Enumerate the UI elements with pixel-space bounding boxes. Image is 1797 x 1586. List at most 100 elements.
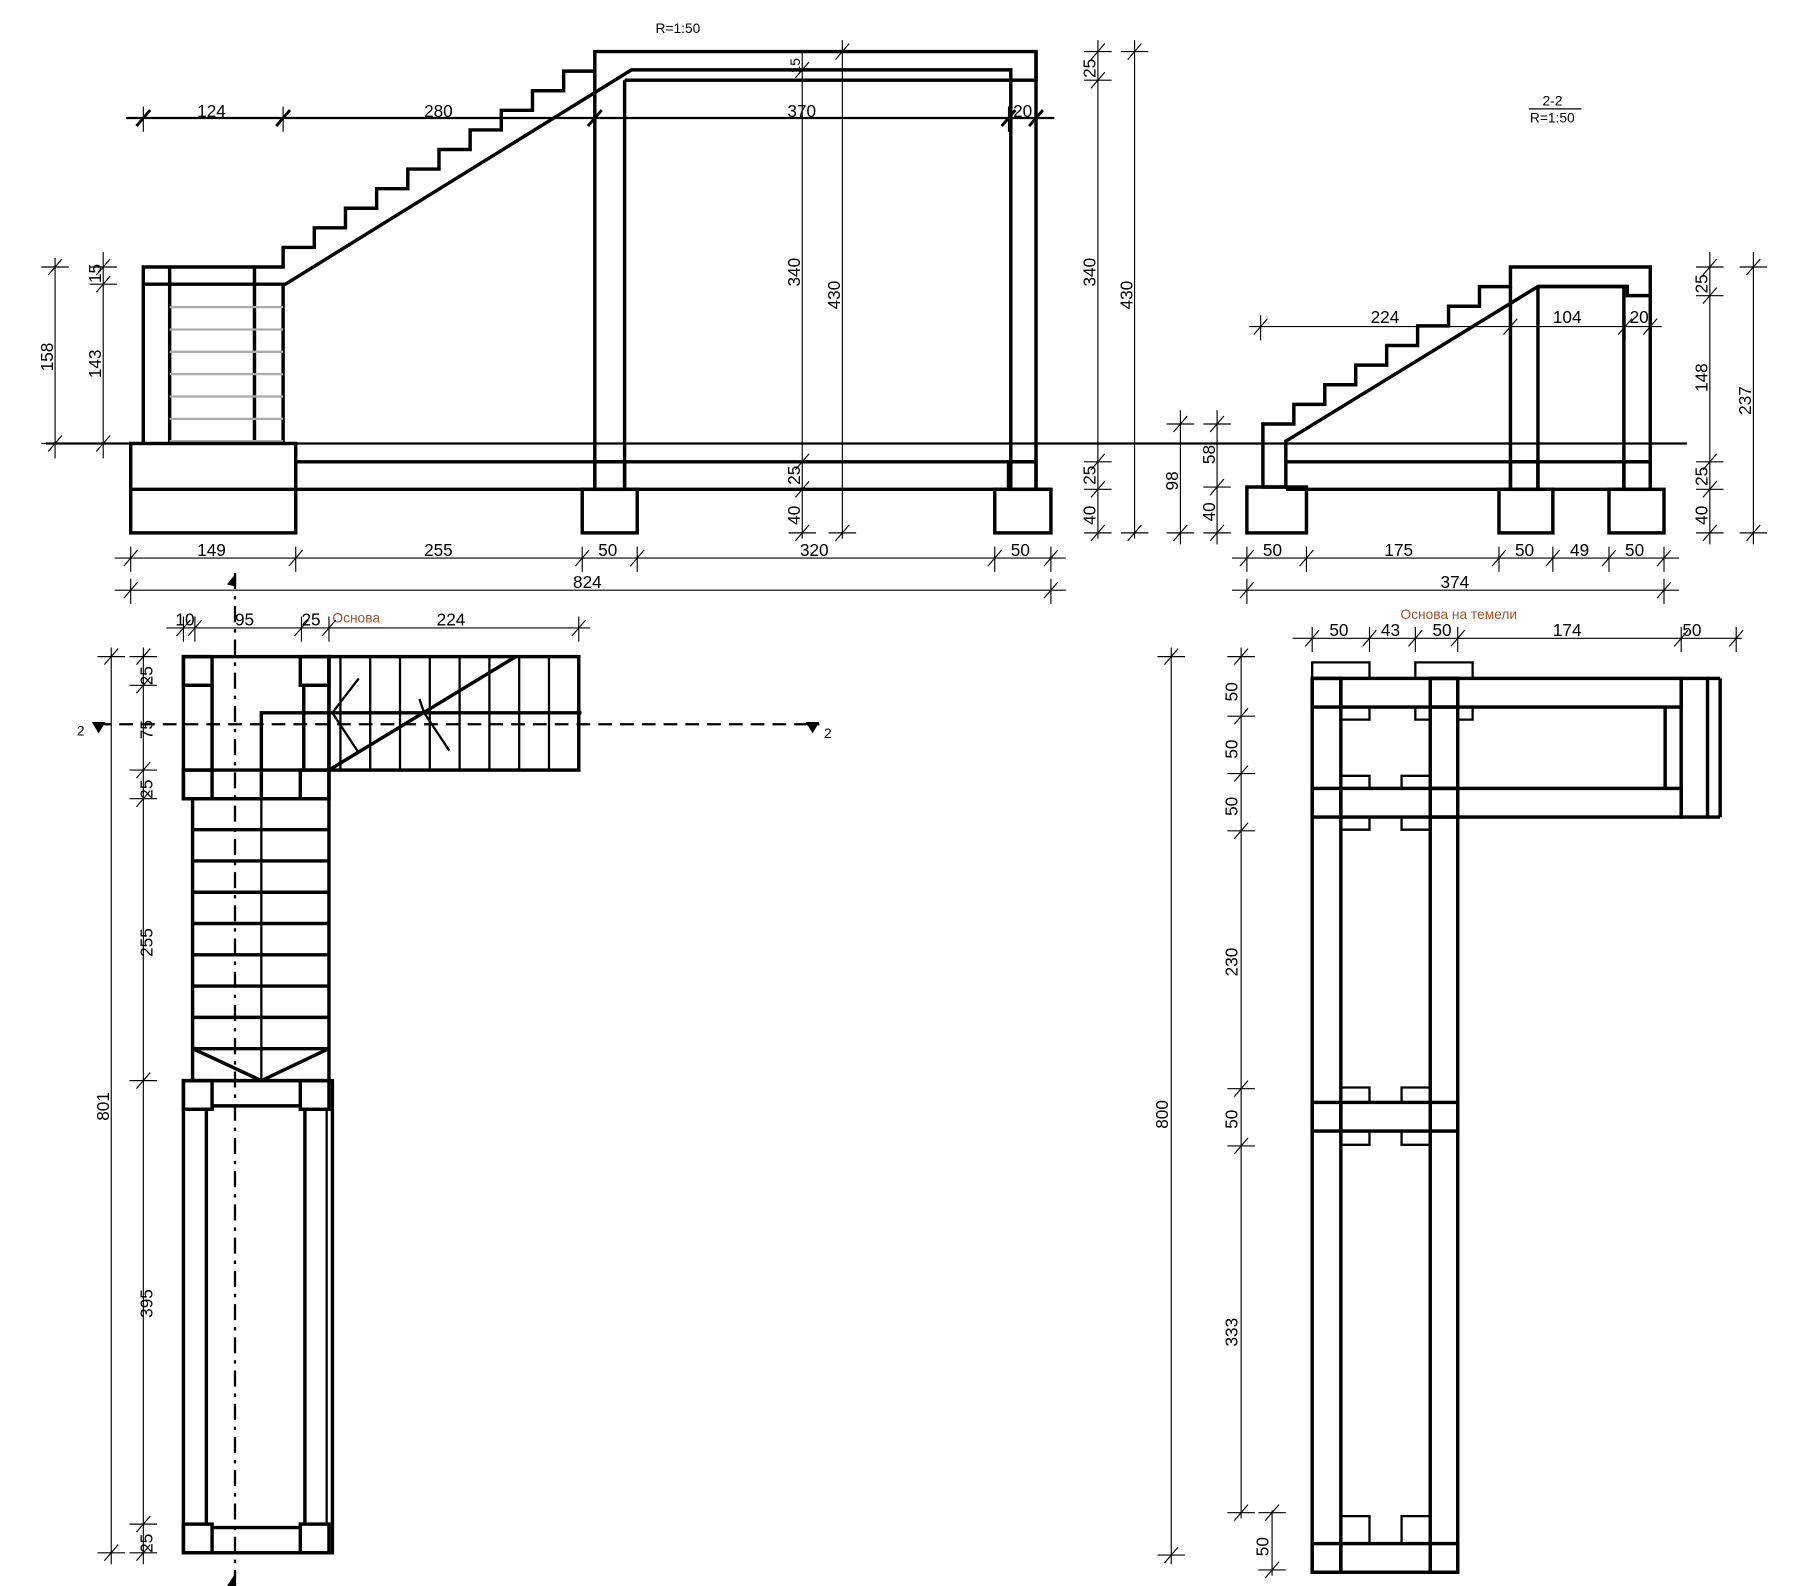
dim-left-2: 75 <box>136 720 156 739</box>
stair-direction-line <box>328 655 517 772</box>
dim-top-1: 124 <box>197 101 226 121</box>
column-section <box>298 768 331 801</box>
section-1-1: R=1:50 <box>37 21 1687 592</box>
dim-mid-430: 430 <box>824 281 844 310</box>
dim-top-4: 20 <box>1013 101 1032 121</box>
column-section <box>181 1522 214 1555</box>
dim-right-25: 25 <box>1080 59 1100 78</box>
dim-top-3: 25 <box>301 610 320 630</box>
dim-left-1: 25 <box>136 666 156 685</box>
dim-right-148: 148 <box>1692 363 1712 392</box>
dim-top-2: 95 <box>235 610 254 630</box>
dim-top-5: 50 <box>1682 620 1701 640</box>
dim-bottom-5: 50 <box>1625 540 1644 560</box>
dim-left-158: 158 <box>37 343 57 372</box>
dim-total-height: 237 <box>1735 386 1755 415</box>
columns <box>1285 284 1666 535</box>
dim-left-5: 395 <box>136 1289 156 1318</box>
plan-base: Основа 10 95 25 224 25 75 25 255 395 25 … <box>77 572 832 1586</box>
dim-right-25: 25 <box>1692 274 1712 293</box>
plan-foundation: Основа на темели 50 43 50 174 50 50 50 5… <box>1152 607 1742 1576</box>
dim-right-40: 40 <box>1080 506 1100 525</box>
dim-left-6: 25 <box>136 1534 156 1553</box>
dim-top-3: 370 <box>787 101 816 121</box>
landing-support <box>141 267 285 444</box>
column-section <box>298 1078 331 1112</box>
dim-bottom-3: 50 <box>598 540 617 560</box>
stair-slab <box>141 49 1038 286</box>
dim-left-6: 333 <box>1222 1318 1242 1347</box>
hatched-columns <box>181 654 331 1555</box>
cut-label-right: 2 <box>824 726 832 741</box>
footing-notches <box>1311 661 1474 1544</box>
cut-label-left: 2 <box>77 724 85 739</box>
dim-top-3: 50 <box>1433 620 1452 640</box>
dim-left-3: 50 <box>1222 797 1242 816</box>
dim-bottom-2: 255 <box>424 540 453 560</box>
dim-total: 801 <box>93 1092 113 1121</box>
dimension-lines <box>1170 637 1742 1576</box>
lower-platform <box>181 1078 335 1555</box>
dim-left-3: 25 <box>136 780 156 799</box>
column-section <box>298 654 331 687</box>
scale-label: R=1:50 <box>656 21 701 36</box>
column-section <box>181 768 214 801</box>
column-section <box>298 1522 331 1555</box>
dimension-lines <box>110 627 591 1565</box>
axis-arrow-top <box>226 572 237 587</box>
footing-hatched <box>1245 485 1309 535</box>
dimension-lines <box>1179 252 1754 591</box>
dim-mid-40: 40 <box>784 506 804 525</box>
dim-top-1: 10 <box>175 610 194 630</box>
plan-title: Основа <box>332 610 380 625</box>
scale-label: R=1:50 <box>1530 111 1575 126</box>
plan-title: Основа на темели <box>1400 607 1517 622</box>
dim-right-25b: 25 <box>1080 466 1100 485</box>
section-title: 2-2 <box>1543 93 1563 108</box>
foundation <box>128 441 1053 535</box>
dim-left-58: 58 <box>1199 445 1219 464</box>
dim-total: 824 <box>573 572 602 592</box>
dim-left-143: 143 <box>85 350 105 379</box>
dim-mid-25: 25 <box>784 466 804 485</box>
dim-top-2: 104 <box>1553 307 1582 327</box>
dim-mid-340: 340 <box>784 258 804 287</box>
dim-top-1: 224 <box>1371 307 1400 327</box>
dim-right-430: 430 <box>1116 281 1136 310</box>
dim-left-15: 15 <box>85 264 105 283</box>
axis-arrow-bottom <box>226 1572 237 1586</box>
dim-left-1: 50 <box>1222 682 1242 701</box>
dimension-lines <box>54 40 1136 591</box>
dim-right-40: 40 <box>1692 506 1712 525</box>
dim-right-340: 340 <box>1080 258 1100 287</box>
dim-total: 374 <box>1441 572 1470 592</box>
dim-bottom-1: 149 <box>197 540 226 560</box>
dim-bottom-3: 50 <box>1515 540 1534 560</box>
dim-left-4: 230 <box>1222 948 1242 977</box>
cut-marker-right-icon <box>805 721 820 734</box>
dimension-ticks <box>41 43 1768 1579</box>
dim-top-3: 20 <box>1630 307 1649 327</box>
dim-left-2: 50 <box>1222 740 1242 759</box>
dim-bottom-1: 50 <box>1263 540 1282 560</box>
stair-slab <box>1261 265 1652 489</box>
landing <box>181 654 331 801</box>
dim-top-1: 50 <box>1329 620 1348 640</box>
dim-left-5: 50 <box>1222 1110 1242 1129</box>
dim-top-4: 174 <box>1553 620 1582 640</box>
dim-left-40: 40 <box>1199 502 1219 521</box>
cut-marker-left-icon <box>91 721 106 734</box>
dim-left-7: 50 <box>1253 1537 1273 1556</box>
dim-bottom-2: 175 <box>1384 540 1413 560</box>
dim-top-2: 43 <box>1381 620 1400 640</box>
dim-right-25b: 25 <box>1692 467 1712 486</box>
dim-bottom-4: 49 <box>1570 540 1589 560</box>
dim-left-4: 255 <box>136 928 156 957</box>
dim-bottom-4: 320 <box>800 540 829 560</box>
foundation-beams <box>1310 676 1722 1574</box>
column-section <box>181 654 214 687</box>
dim-total: 800 <box>1152 1100 1172 1129</box>
dim-top-2: 280 <box>424 101 453 121</box>
section-2-2: 2-2 R=1:50 224 104 20 <box>1162 93 1755 591</box>
